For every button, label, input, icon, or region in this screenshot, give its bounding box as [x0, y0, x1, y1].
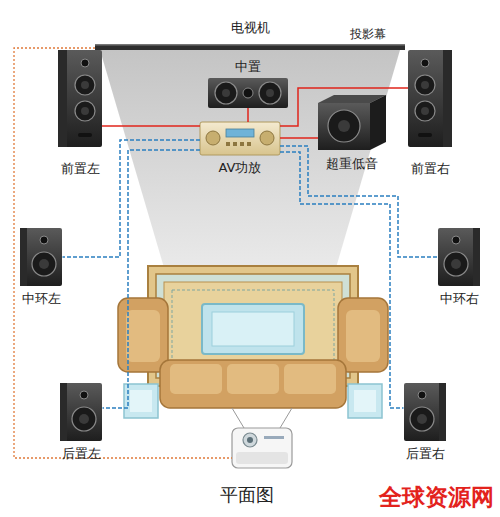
speaker-wire [102, 125, 200, 127]
speaker-wire [280, 88, 408, 126]
speaker-wire [280, 152, 404, 408]
speaker-label: 中环右 [440, 291, 479, 307]
speaker-node: 中环左 [20, 228, 63, 307]
speaker-node: 中置 [208, 59, 288, 108]
speaker-node: 后置右 [404, 383, 447, 462]
speaker-label: 超重低音 [326, 156, 378, 172]
speaker-wire [103, 150, 201, 408]
speaker-node: 后置左 [60, 383, 103, 462]
speaker-label: 后置左 [62, 446, 101, 462]
speaker-label: AV功放 [219, 160, 262, 176]
speaker-label: 电视机 [231, 20, 270, 36]
speaker-label: 前置左 [61, 161, 100, 177]
screen-label: 投影幕 [350, 27, 386, 41]
speaker-label: 中环左 [22, 291, 61, 307]
speaker-node: 中环右 [438, 228, 481, 307]
speaker-label: 中置 [235, 59, 261, 75]
watermark: 全球资源网 [379, 484, 494, 512]
speaker-label: 前置右 [411, 161, 450, 177]
amplifier-node: AV功放 [200, 122, 280, 176]
speaker-wire [280, 137, 318, 139]
speaker-wire [63, 140, 201, 257]
speaker-wire [247, 108, 249, 122]
speaker-label: 后置右 [406, 446, 445, 462]
caption: 平面图 [220, 484, 274, 506]
subwoofer-node: 超重低音 [318, 95, 386, 172]
speaker-node: 前置右 [408, 50, 452, 177]
speaker-node: 前置左 [58, 50, 102, 177]
